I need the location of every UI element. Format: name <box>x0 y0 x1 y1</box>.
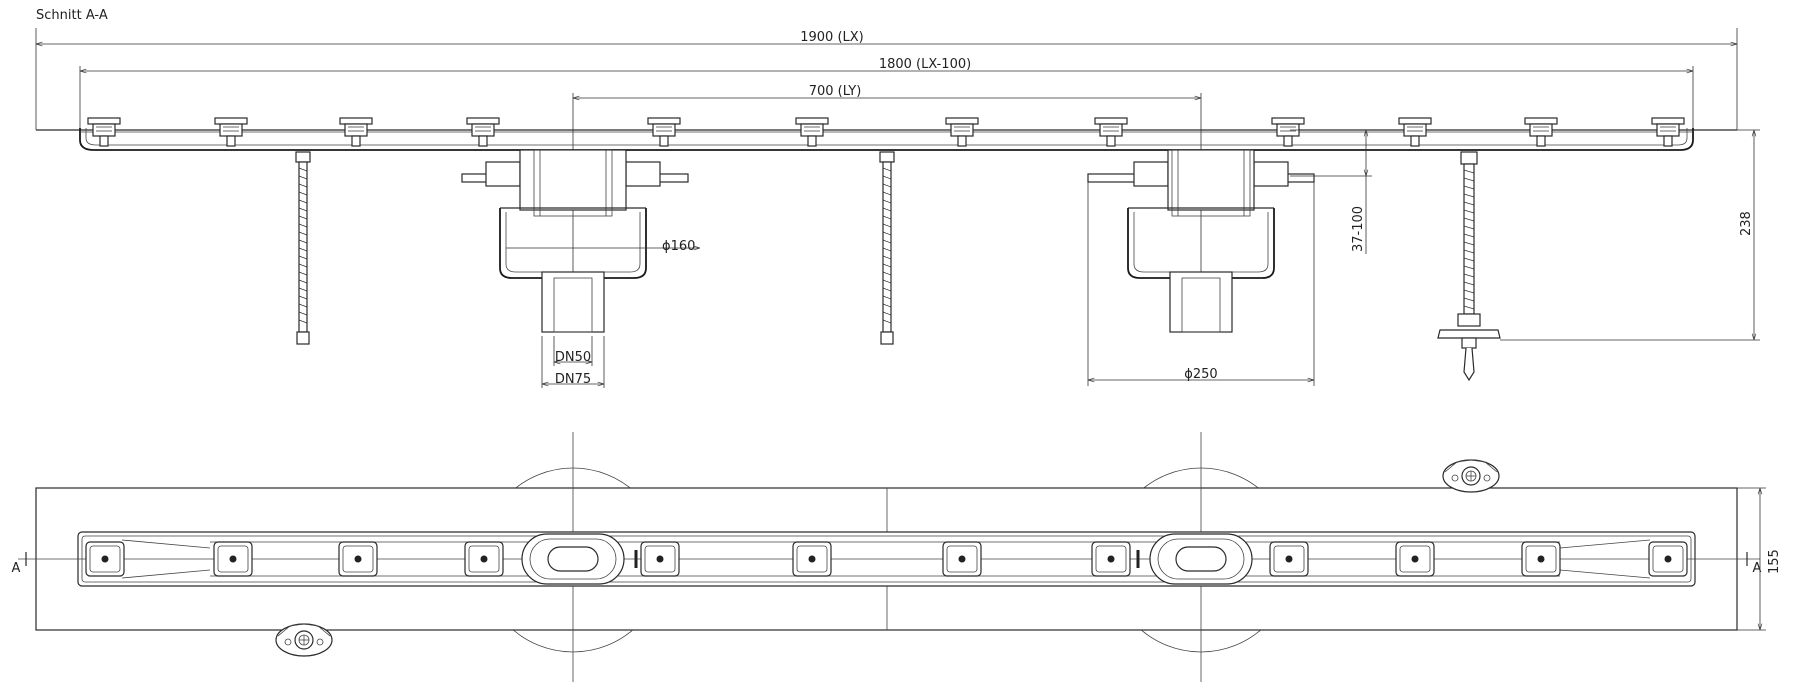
dim-flange-diameter-label: ϕ250 <box>1184 367 1217 382</box>
dimension-width <box>1737 487 1766 631</box>
drain-body-right <box>1087 149 1315 386</box>
dim-outlet-diameter-label: ϕ160 <box>662 239 695 254</box>
dim-width-label: 155 <box>1767 549 1782 574</box>
dimension-adjust-height <box>1290 129 1372 254</box>
drain-outlet-right <box>1149 533 1253 585</box>
drain-body-left <box>461 149 700 388</box>
dim-dn75-label: DN75 <box>555 372 591 387</box>
dim-dn50-label: DN50 <box>555 350 591 365</box>
leveling-foot-3 <box>1437 151 1501 382</box>
section-view: 1900 (LX) 1800 (LX-100) 700 (LY) <box>35 28 1760 388</box>
channel-body <box>79 128 1694 151</box>
page-title: Schnitt A-A <box>36 8 108 23</box>
dimension-overall-length: 1900 (LX) <box>35 28 1738 130</box>
dim-drain-spacing-label: 700 (LY) <box>809 84 862 99</box>
dimension-total-height <box>1500 129 1760 341</box>
section-marker-right: A <box>1753 561 1762 576</box>
leveling-foot-2 <box>879 151 895 345</box>
dim-total-height-label: 238 <box>1739 211 1754 236</box>
plan-view: A A 155 <box>12 432 1782 682</box>
dimension-inner-length: 1800 (LX-100) <box>79 57 1694 128</box>
dim-overall-length-label: 1900 (LX) <box>800 30 864 45</box>
dim-adjust-height-label: 37-100 <box>1351 206 1366 252</box>
dim-inner-length-label: 1800 (LX-100) <box>879 57 971 72</box>
section-marker-left: A <box>12 561 21 576</box>
leveling-foot-1 <box>295 151 311 345</box>
drain-outlet-left <box>521 533 625 585</box>
